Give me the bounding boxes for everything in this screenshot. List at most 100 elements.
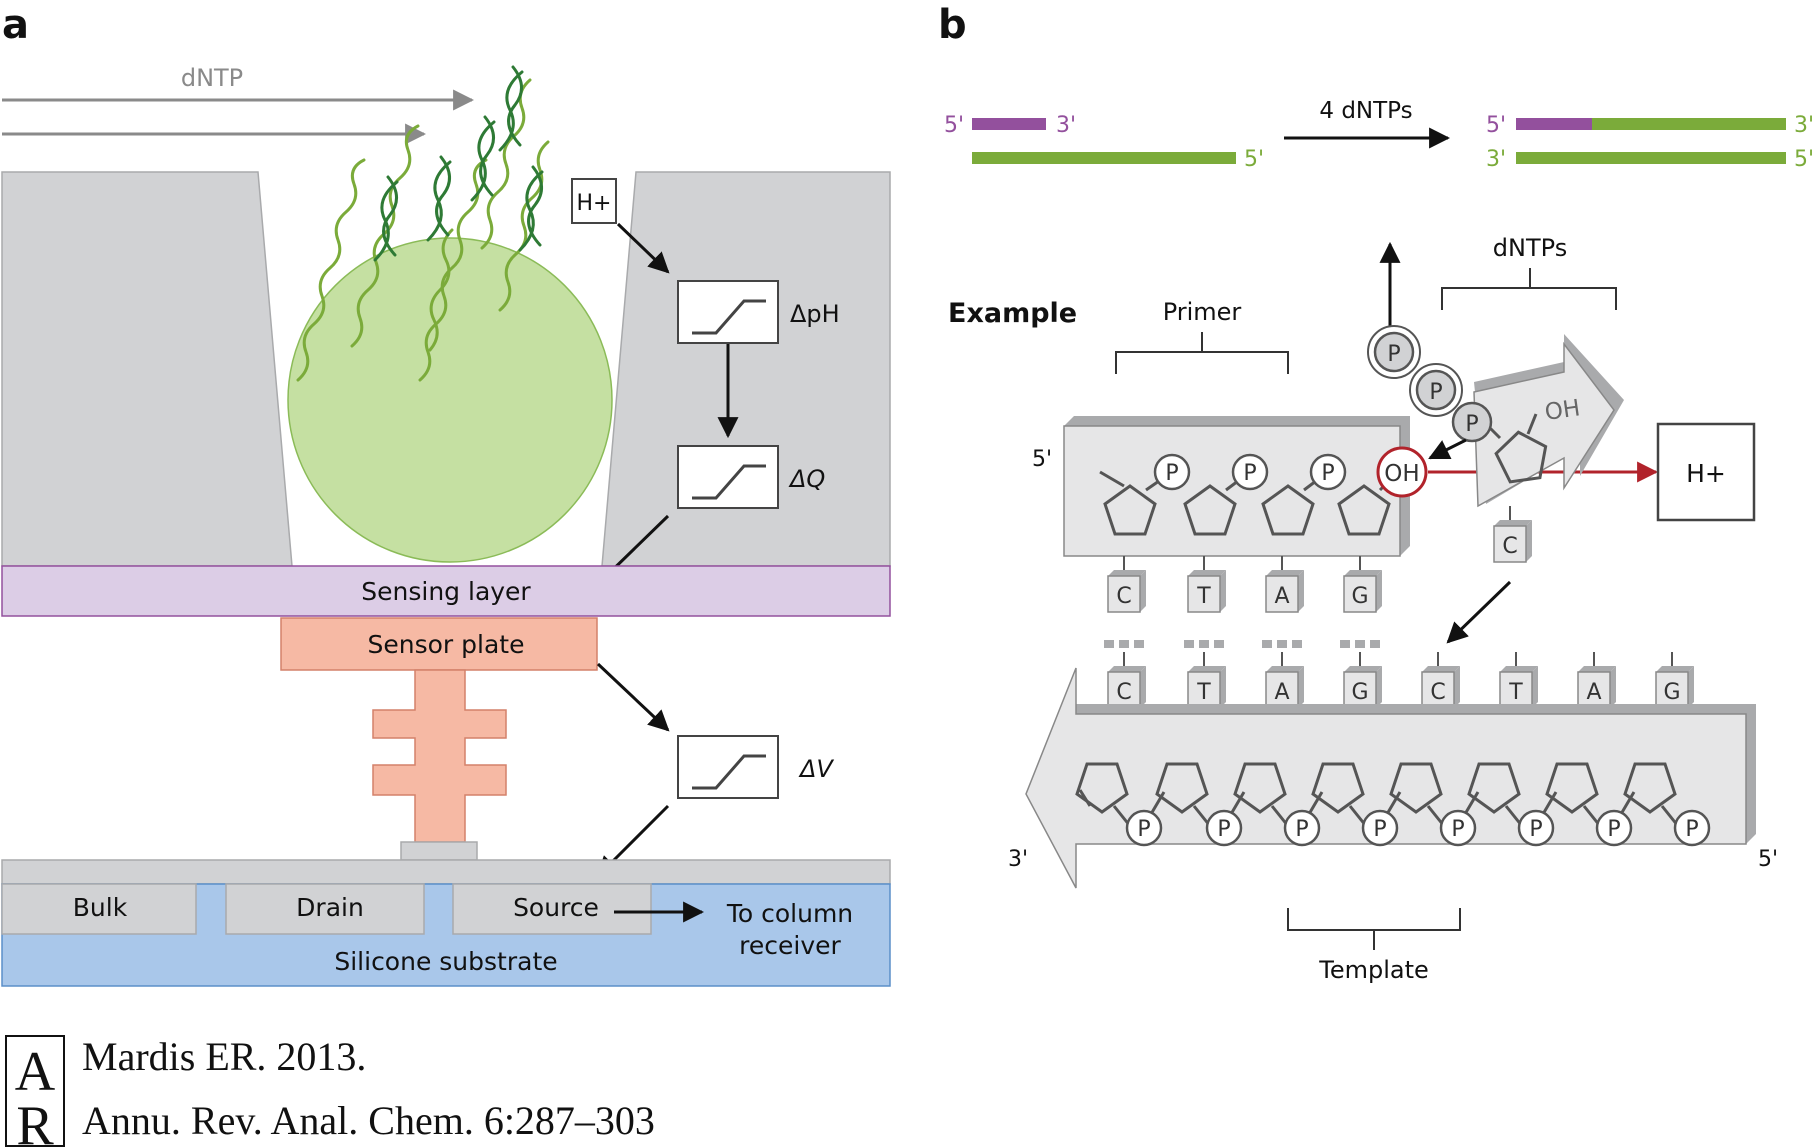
dntp-label: dNTP [181, 64, 243, 92]
template-phosphate-2 [1205, 809, 1243, 847]
top-left-3: 3' [1056, 113, 1076, 138]
template-base-3-label: A [1274, 680, 1289, 705]
template-base-7-box [1577, 671, 1611, 709]
template-p-3: P [1295, 817, 1308, 842]
primer-p-1: P [1165, 461, 1178, 486]
drain-region [225, 883, 425, 935]
arrow-plate-to-v [596, 662, 670, 732]
template-base-7-label: A [1586, 680, 1601, 705]
phosphate-bond [1488, 426, 1502, 440]
to-column-line2: receiver [739, 931, 841, 960]
template-bracket [1287, 908, 1461, 950]
arrow-h-to-ph [616, 222, 670, 274]
top-left-5: 5' [944, 113, 964, 138]
delta-q-label: ΔQ [788, 465, 825, 493]
template-base-4-box [1343, 671, 1377, 709]
template-p-2: P [1217, 817, 1230, 842]
example-label: Example [948, 298, 1077, 329]
delta-v-label: ΔV [798, 755, 834, 783]
ramp-ph [676, 279, 780, 345]
oh-label: OH [1384, 461, 1419, 487]
source-region [452, 883, 652, 935]
citation-line1: Mardis ER. 2013. [82, 1034, 366, 1079]
template-p-1: P [1137, 817, 1150, 842]
source-label: Source [513, 893, 599, 922]
primer-bar-left [972, 118, 1046, 130]
h-plus-label-a: H+ [577, 191, 612, 216]
bead [287, 237, 613, 563]
template-base-5-label: C [1430, 680, 1445, 705]
drain-label: Drain [296, 893, 364, 922]
template-block [1025, 667, 1747, 889]
primer-bracket [1115, 332, 1289, 374]
base-pairing-arrow [1446, 580, 1512, 644]
right-top-5: 5' [1486, 113, 1506, 138]
gate-oxide [1, 859, 891, 885]
template-phosphate-1 [1125, 809, 1163, 847]
primer-bar-right [1516, 118, 1592, 130]
template-base-4-label: G [1351, 680, 1368, 705]
right-bottom-3: 3' [1486, 147, 1506, 172]
ramp-v [676, 734, 780, 800]
ramp-q [676, 444, 780, 510]
h-plus-label-b: H+ [1686, 459, 1726, 488]
incoming-base-side [1526, 520, 1532, 562]
template-phosphate-7 [1595, 809, 1633, 847]
primer-block [1063, 425, 1401, 557]
primer-base-4-label: G [1351, 584, 1368, 609]
oh-bond [1526, 413, 1538, 435]
pyro-p-2: P [1429, 380, 1442, 405]
svg-text:R: R [16, 1095, 54, 1148]
panel-a-letter: a [2, 2, 29, 48]
template-3-label: 3' [1008, 847, 1028, 872]
primer-5-label: 5' [1032, 447, 1052, 472]
primer-base-2-label: T [1196, 584, 1211, 609]
panel-b-letter: b [938, 2, 967, 48]
bond-formation-arrow [1428, 438, 1467, 460]
template-base-8-box [1655, 671, 1689, 709]
pyro-p-3: P [1465, 412, 1478, 437]
phosphate-3 [1451, 401, 1493, 443]
pyro-p-1: P [1387, 342, 1400, 367]
sensor-plate-label: Sensor plate [368, 630, 525, 659]
template-base-6-label: T [1508, 680, 1523, 705]
oh-circle [1376, 446, 1428, 498]
incoming-base-label: C [1502, 534, 1517, 559]
primer-p-2: P [1243, 461, 1256, 486]
template-phosphate-4 [1361, 809, 1399, 847]
sensing-layer [1, 565, 891, 617]
bulk-region [1, 883, 197, 935]
sensor-plate-stem [372, 669, 507, 843]
right-bottom-5: 5' [1794, 147, 1814, 172]
template-base-1-label: C [1116, 680, 1131, 705]
template-phosphate-3 [1283, 809, 1321, 847]
bottom-left-5: 5' [1244, 147, 1264, 172]
template-base-2-label: T [1196, 680, 1211, 705]
incoming-oh-label: OH [1543, 395, 1582, 426]
template-5-label: 5' [1758, 847, 1778, 872]
h-plus-box-a [571, 178, 617, 224]
incoming-base-top [1494, 520, 1532, 526]
substrate-label: Silicone substrate [334, 947, 557, 976]
primer-base-1-label: C [1116, 584, 1131, 609]
well-wall-left [1, 171, 293, 567]
template-base-8-label: G [1663, 680, 1680, 705]
template-p-4: P [1373, 817, 1386, 842]
to-column-line1: To column [726, 899, 853, 928]
dna-strands [296, 65, 550, 382]
ar-logo: A R [5, 1035, 65, 1148]
primer-base-4-box [1343, 575, 1377, 613]
template-p-5: P [1451, 817, 1464, 842]
phosphate-1 [1373, 331, 1415, 373]
gate-contact [400, 841, 478, 861]
primer-base-1-box [1107, 575, 1141, 613]
template-phosphate-5 [1439, 809, 1477, 847]
svg-text:A: A [15, 1041, 56, 1103]
template-label: Template [1318, 956, 1429, 984]
primer-p-3: P [1321, 461, 1334, 486]
template-phosphate-6 [1517, 809, 1555, 847]
